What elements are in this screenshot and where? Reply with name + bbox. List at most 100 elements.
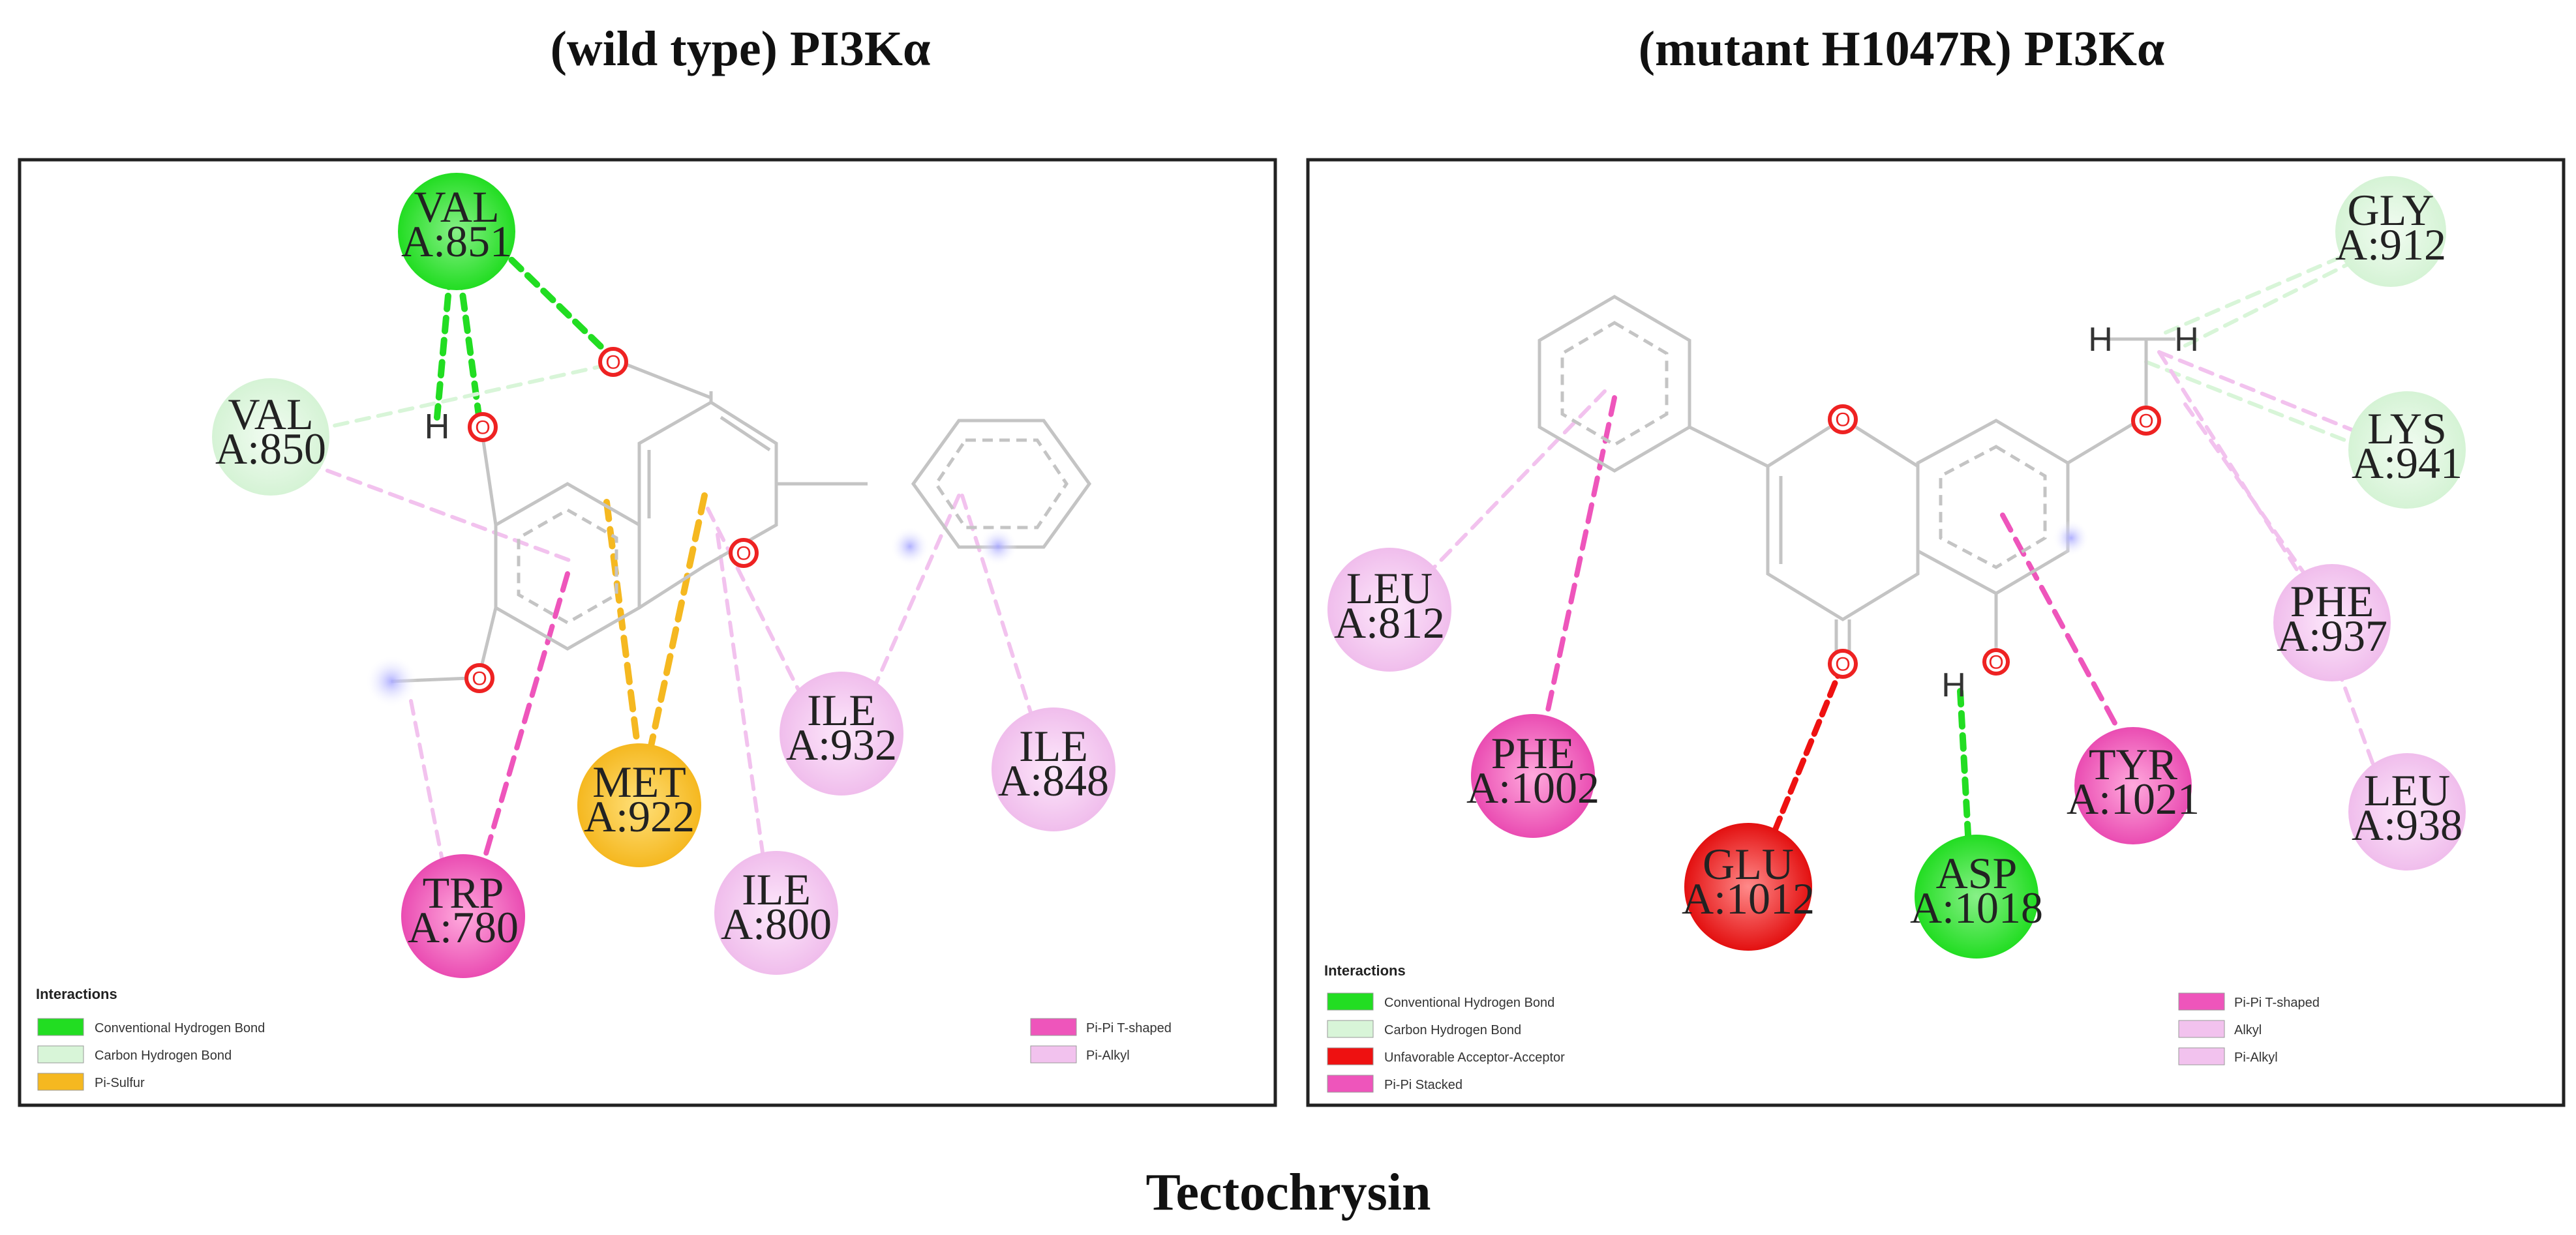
oxygen-atom: [468, 412, 498, 442]
right-panel-frame: [1306, 158, 2566, 1107]
interaction-line: [716, 533, 772, 905]
interaction-line: [1957, 688, 1973, 874]
interaction-line: [2183, 256, 2363, 348]
legend-item-label: Pi-Pi T-shaped: [2234, 996, 2320, 1010]
interaction-line: [639, 492, 708, 789]
left-legend: Interactions Conventional Hydrogen Bond …: [36, 986, 1172, 1091]
residue-id: A:848: [998, 756, 1109, 805]
ligand-structure: [1538, 295, 2175, 652]
oxygen-atom: [598, 347, 628, 377]
residue-name: LEU: [1346, 563, 1432, 613]
oxygen-atom: [1828, 649, 1858, 679]
interaction-line: [2164, 249, 2357, 335]
left-panel-frame: [18, 158, 1277, 1107]
interaction-line: [467, 571, 570, 912]
residue-leu-938: LEU A:938: [2348, 753, 2466, 870]
residue-id: A:932: [786, 720, 897, 769]
residue-gly-912: GLY A:912: [2335, 176, 2446, 287]
interaction-line: [2157, 350, 2363, 436]
residue-id: A:912: [2335, 220, 2446, 269]
residue-id: A:850: [215, 424, 326, 473]
interaction-line: [1404, 389, 1607, 599]
residue-name: MET: [592, 757, 686, 807]
residue-id: A:922: [584, 792, 695, 841]
legend-item-label: Pi-Sulfur: [95, 1076, 145, 1090]
left-panel-title: (wild type) PI3Kα: [551, 22, 931, 76]
residue-trp-780: TRP A:780: [401, 854, 525, 978]
legend-item-label: Pi-Alkyl: [2234, 1050, 2278, 1065]
oxygen-label: O: [472, 668, 487, 690]
residue-name: VAL: [228, 389, 314, 439]
residue-name: GLY: [2348, 185, 2434, 235]
solvent-halo: [978, 527, 1018, 566]
oxygen-atom: [464, 663, 494, 693]
oxygen-atom: [1828, 404, 1858, 434]
legend-item-label: Carbon Hydrogen Bond: [95, 1049, 232, 1063]
hydrogen-label: H: [1941, 666, 1966, 704]
residue-id: A:1012: [1682, 874, 1815, 923]
interaction-line: [1537, 395, 1617, 752]
legend-title: Interactions: [36, 986, 117, 1002]
legend-item-label: Unfavorable Acceptor-Acceptor: [1384, 1050, 1565, 1065]
legend-title: Interactions: [1324, 962, 1406, 979]
residue-lys-941: LYS A:941: [2348, 391, 2466, 509]
legend-item-label: Pi-Pi Stacked: [1384, 1078, 1462, 1092]
residue-phe-937: PHE A:937: [2273, 564, 2391, 681]
right-panel-title: (mutant H1047R) PI3Kα: [1639, 22, 2165, 76]
interaction-line: [492, 241, 613, 359]
residue-id: A:938: [2352, 800, 2462, 850]
interaction-line: [960, 494, 1042, 745]
residue-name: ILE: [742, 865, 811, 914]
residue-name: ILE: [1019, 721, 1088, 771]
interaction-line: [457, 271, 483, 424]
oxygen-label: O: [1988, 652, 2003, 674]
interaction-line: [434, 271, 453, 421]
residue-ile-848: ILE A:848: [992, 707, 1115, 831]
oxygen-label: O: [1835, 654, 1850, 676]
residue-id: A:1002: [1466, 763, 1599, 812]
residue-id: A:937: [2277, 611, 2387, 661]
hydrogen-label: H: [2174, 321, 2199, 359]
left-panel: H VAL A:851 VAL A:850 MET A:922 ILE A:93…: [36, 173, 1172, 1091]
oxygen-atom: [729, 538, 759, 568]
residue-name: GLU: [1703, 839, 1794, 889]
interaction-line: [2000, 513, 2139, 766]
residue-name: PHE: [1491, 728, 1575, 778]
residue-id: A:800: [721, 899, 832, 949]
interaction-line: [2157, 350, 2324, 612]
legend-item-label: Carbon Hydrogen Bond: [1384, 1023, 1521, 1037]
legend-item-label: Conventional Hydrogen Bond: [95, 1021, 265, 1035]
legend-item-label: Alkyl: [2234, 1023, 2262, 1037]
residue-name: PHE: [2290, 576, 2374, 626]
right-legend: Interactions Conventional Hydrogen Bond …: [1324, 962, 2320, 1093]
solvent-halo: [365, 655, 417, 707]
interaction-line: [859, 494, 961, 719]
hydrogen-label: H: [2088, 321, 2113, 359]
residue-name: ASP: [1936, 848, 2018, 898]
residue-id: A:780: [408, 902, 519, 952]
residue-asp-1018: ASP A:1018: [1910, 835, 2043, 959]
interaction-line: [311, 363, 609, 432]
residue-name: ILE: [807, 685, 876, 735]
legend-item-label: Pi-Pi T-shaped: [1086, 1021, 1172, 1035]
residue-ile-800: ILE A:800: [714, 851, 838, 975]
residue-leu-812: LEU A:812: [1327, 548, 1451, 672]
interaction-line: [2144, 360, 2363, 449]
solvent-halo: [890, 527, 930, 566]
oxygen-label: O: [2138, 411, 2153, 432]
residue-name: VAL: [414, 182, 500, 231]
interaction-line: [305, 461, 573, 563]
right-panel: H H H GLY A:912 LYS A:941 LEU A:812 PHE …: [1324, 176, 2466, 1093]
residue-phe-1002: PHE A:1002: [1466, 714, 1599, 838]
ligand-structure: [391, 360, 1092, 683]
oxygen-label: O: [1835, 409, 1850, 431]
residue-val-850: VAL A:850: [212, 378, 329, 496]
residue-val-851: VAL A:851: [398, 173, 515, 290]
interaction-line: [706, 507, 817, 726]
residue-tyr-1021: TYR A:1021: [2067, 727, 2200, 844]
oxygen-label: O: [475, 417, 490, 439]
hydrogen-label: H: [425, 407, 450, 446]
oxygen-atom: [1982, 648, 2010, 676]
residue-ile-932: ILE A:932: [780, 672, 903, 796]
